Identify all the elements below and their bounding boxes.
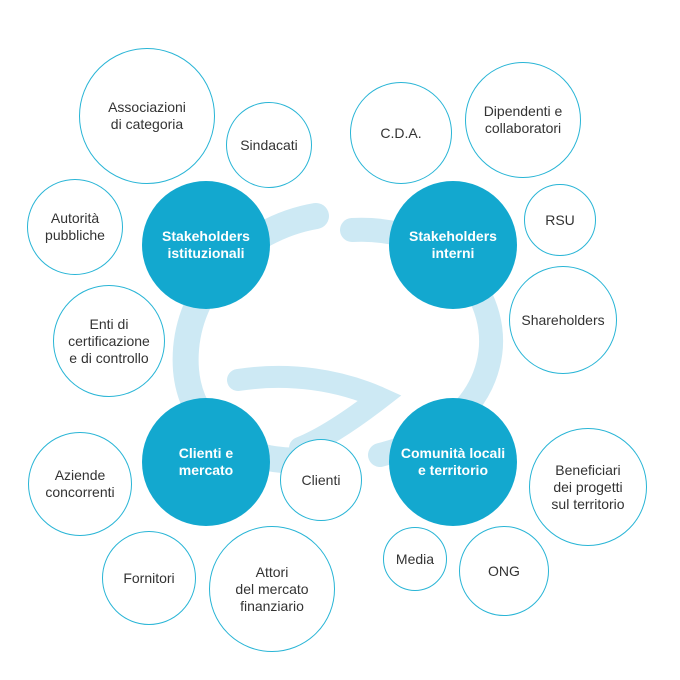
enti-circle: Enti di certificazione e di controllo [53,285,165,397]
dipendenti-circle: Dipendenti e collaboratori [465,62,581,178]
associazioni-circle: Associazioni di categoria [79,48,215,184]
ong-circle: ONG [459,526,549,616]
rsu-circle: RSU [524,184,596,256]
media-circle: Media [383,527,447,591]
beneficiari-circle: Beneficiari dei progetti sul territorio [529,428,647,546]
sindacati-circle: Sindacati [226,102,312,188]
fornitori-circle: Fornitori [102,531,196,625]
shareholders-circle: Shareholders [509,266,617,374]
logo-tail [227,365,402,459]
comunita-group-circle: Comunità locali e territorio [389,398,517,526]
istituzionali-group-circle: Stakeholders istituzionali [142,181,270,309]
autorita-circle: Autorità pubbliche [27,179,123,275]
attori-circle: Attori del mercato finanziario [209,526,335,652]
aziende-circle: Aziende concorrenti [28,432,132,536]
clienti-group-circle: Clienti e mercato [142,398,270,526]
interni-group-circle: Stakeholders interni [389,181,517,309]
clienti-circle: Clienti [280,439,362,521]
cda-circle: C.D.A. [350,82,452,184]
